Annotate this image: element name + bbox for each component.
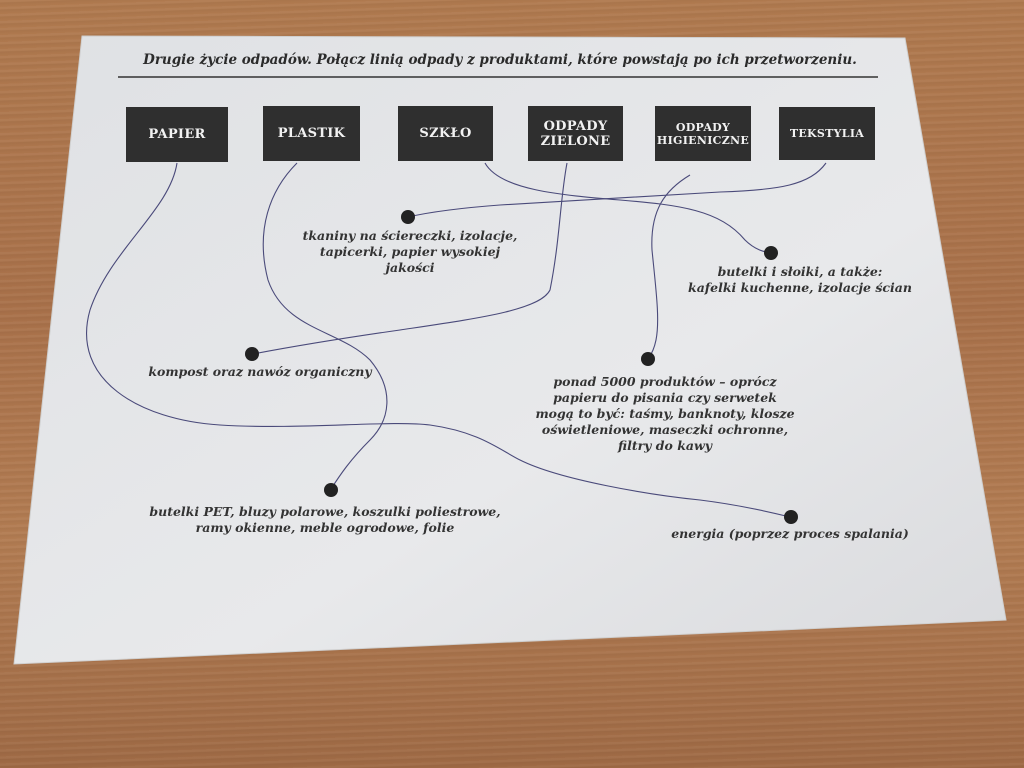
product-label: tkaniny na ściereczki, izolacje, tapicer… <box>302 228 518 275</box>
category-papier[interactable]: PAPIER <box>126 107 228 162</box>
product-label: energia (poprzez proces spalania) <box>671 526 909 541</box>
connect-dot[interactable] <box>784 510 798 524</box>
category-odpady-higieniczne[interactable]: ODPADY HIGIENICZNE <box>655 106 751 161</box>
connect-dot[interactable] <box>764 246 778 260</box>
category-odpady-zielone[interactable]: ODPADY ZIELONE <box>528 106 623 161</box>
line-higieniczne-5000 <box>647 174 691 360</box>
connect-dot[interactable] <box>245 347 259 361</box>
category-szklo[interactable]: SZKŁO <box>398 106 493 161</box>
product-label: butelki i słoiki, a także: kafelki kuche… <box>688 264 912 295</box>
line-tekstylia-tkaniny <box>407 162 827 218</box>
connect-dot[interactable] <box>324 483 338 497</box>
product-label: butelki PET, bluzy polarowe, koszulki po… <box>149 504 501 535</box>
category-plastik[interactable]: PLASTIK <box>263 106 360 161</box>
worksheet-title: Drugie życie odpadów. Połącz linią odpad… <box>143 52 857 68</box>
connect-dot[interactable] <box>401 210 415 224</box>
product-label: ponad 5000 produktów – oprócz papieru do… <box>535 374 795 453</box>
line-plastik-pet <box>262 162 388 490</box>
line-zielone-kompost <box>252 162 568 355</box>
category-tekstylia[interactable]: TEKSTYLIA <box>779 107 875 160</box>
hand-drawn-lines <box>86 162 827 518</box>
connect-dot[interactable] <box>641 352 655 366</box>
product-label: kompost oraz nawóz organiczny <box>148 364 372 379</box>
line-szklo-butelki <box>484 162 771 254</box>
